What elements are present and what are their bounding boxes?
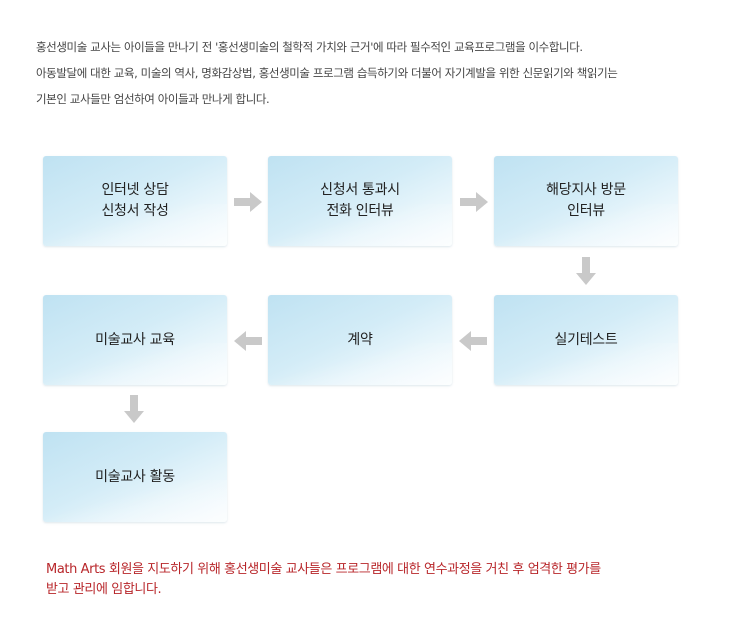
arrow-right-icon xyxy=(460,192,488,212)
intro-line-3: 기본인 교사들만 엄선하여 아이들과 만나게 합니다. xyxy=(36,92,270,106)
step-contract: 계약 xyxy=(268,295,452,385)
step-label: 미술교사 활동 xyxy=(95,468,175,485)
step-label: 실기테스트 xyxy=(554,331,618,348)
note-text: Math Arts 회원을 지도하기 위해 홍선생미술 교사들은 프로그램에 대… xyxy=(46,562,601,597)
step-online-consult: 인터넷 상담 신청서 작성 xyxy=(43,156,227,246)
step-label: 미술교사 교육 xyxy=(95,331,175,348)
step-label: 계약 xyxy=(347,331,373,348)
step-practical-test: 실기테스트 xyxy=(494,295,678,385)
step-teacher-training: 미술교사 교육 xyxy=(43,295,227,385)
arrow-down-icon xyxy=(124,395,144,423)
step-label: 인터넷 상담 신청서 작성 xyxy=(101,182,169,219)
evaluation-note: Math Arts 회원을 지도하기 위해 홍선생미술 교사들은 프로그램에 대… xyxy=(46,560,686,600)
intro-line-1: 홍선생미술 교사는 아이들을 만나기 전 '홍선생미술의 철학적 가치와 근거'… xyxy=(36,40,583,54)
arrow-left-icon xyxy=(234,331,262,351)
step-label: 신청서 통과시 전화 인터뷰 xyxy=(320,182,400,219)
intro-line-2: 아동발달에 대한 교육, 미술의 역사, 명화감상법, 홍선생미술 프로그램 습… xyxy=(36,66,618,80)
arrow-right-icon xyxy=(234,192,262,212)
arrow-down-icon xyxy=(576,257,596,285)
step-teacher-activity: 미술교사 활동 xyxy=(43,432,227,522)
arrow-left-icon xyxy=(459,331,487,351)
step-phone-interview: 신청서 통과시 전화 인터뷰 xyxy=(268,156,452,246)
step-branch-interview: 해당지사 방문 인터뷰 xyxy=(494,156,678,246)
intro-text: 홍선생미술 교사는 아이들을 만나기 전 '홍선생미술의 철학적 가치와 근거'… xyxy=(36,34,716,112)
step-label: 해당지사 방문 인터뷰 xyxy=(546,182,626,219)
